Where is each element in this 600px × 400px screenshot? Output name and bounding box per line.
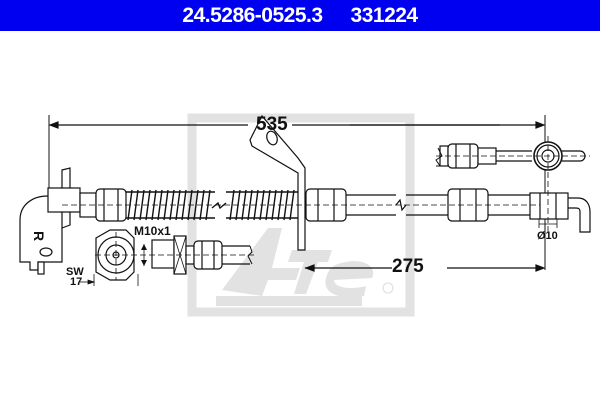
title-bar: 24.5286-0525.3 331224: [0, 0, 600, 31]
overall-length-label: 535: [256, 114, 288, 135]
bracket-distance-label: 275: [392, 256, 424, 277]
end-fitting-detail: [95, 229, 253, 281]
left-banjo-fitting: [19, 167, 81, 275]
ate-watermark: [187, 113, 415, 317]
part-number: 24.5286-0525.3: [182, 3, 323, 27]
mounting-bracket: [249, 114, 306, 251]
wrench-size-label: SW: [66, 266, 84, 278]
wrench-size-value: 17: [70, 276, 83, 288]
thread-size-label: M10x1: [134, 224, 171, 238]
reference-number: 331224: [350, 3, 419, 27]
side-marker-R: R: [31, 230, 48, 242]
right-tube-fitting: [529, 192, 591, 233]
fitting-diameter-label: Ø10: [537, 230, 558, 242]
